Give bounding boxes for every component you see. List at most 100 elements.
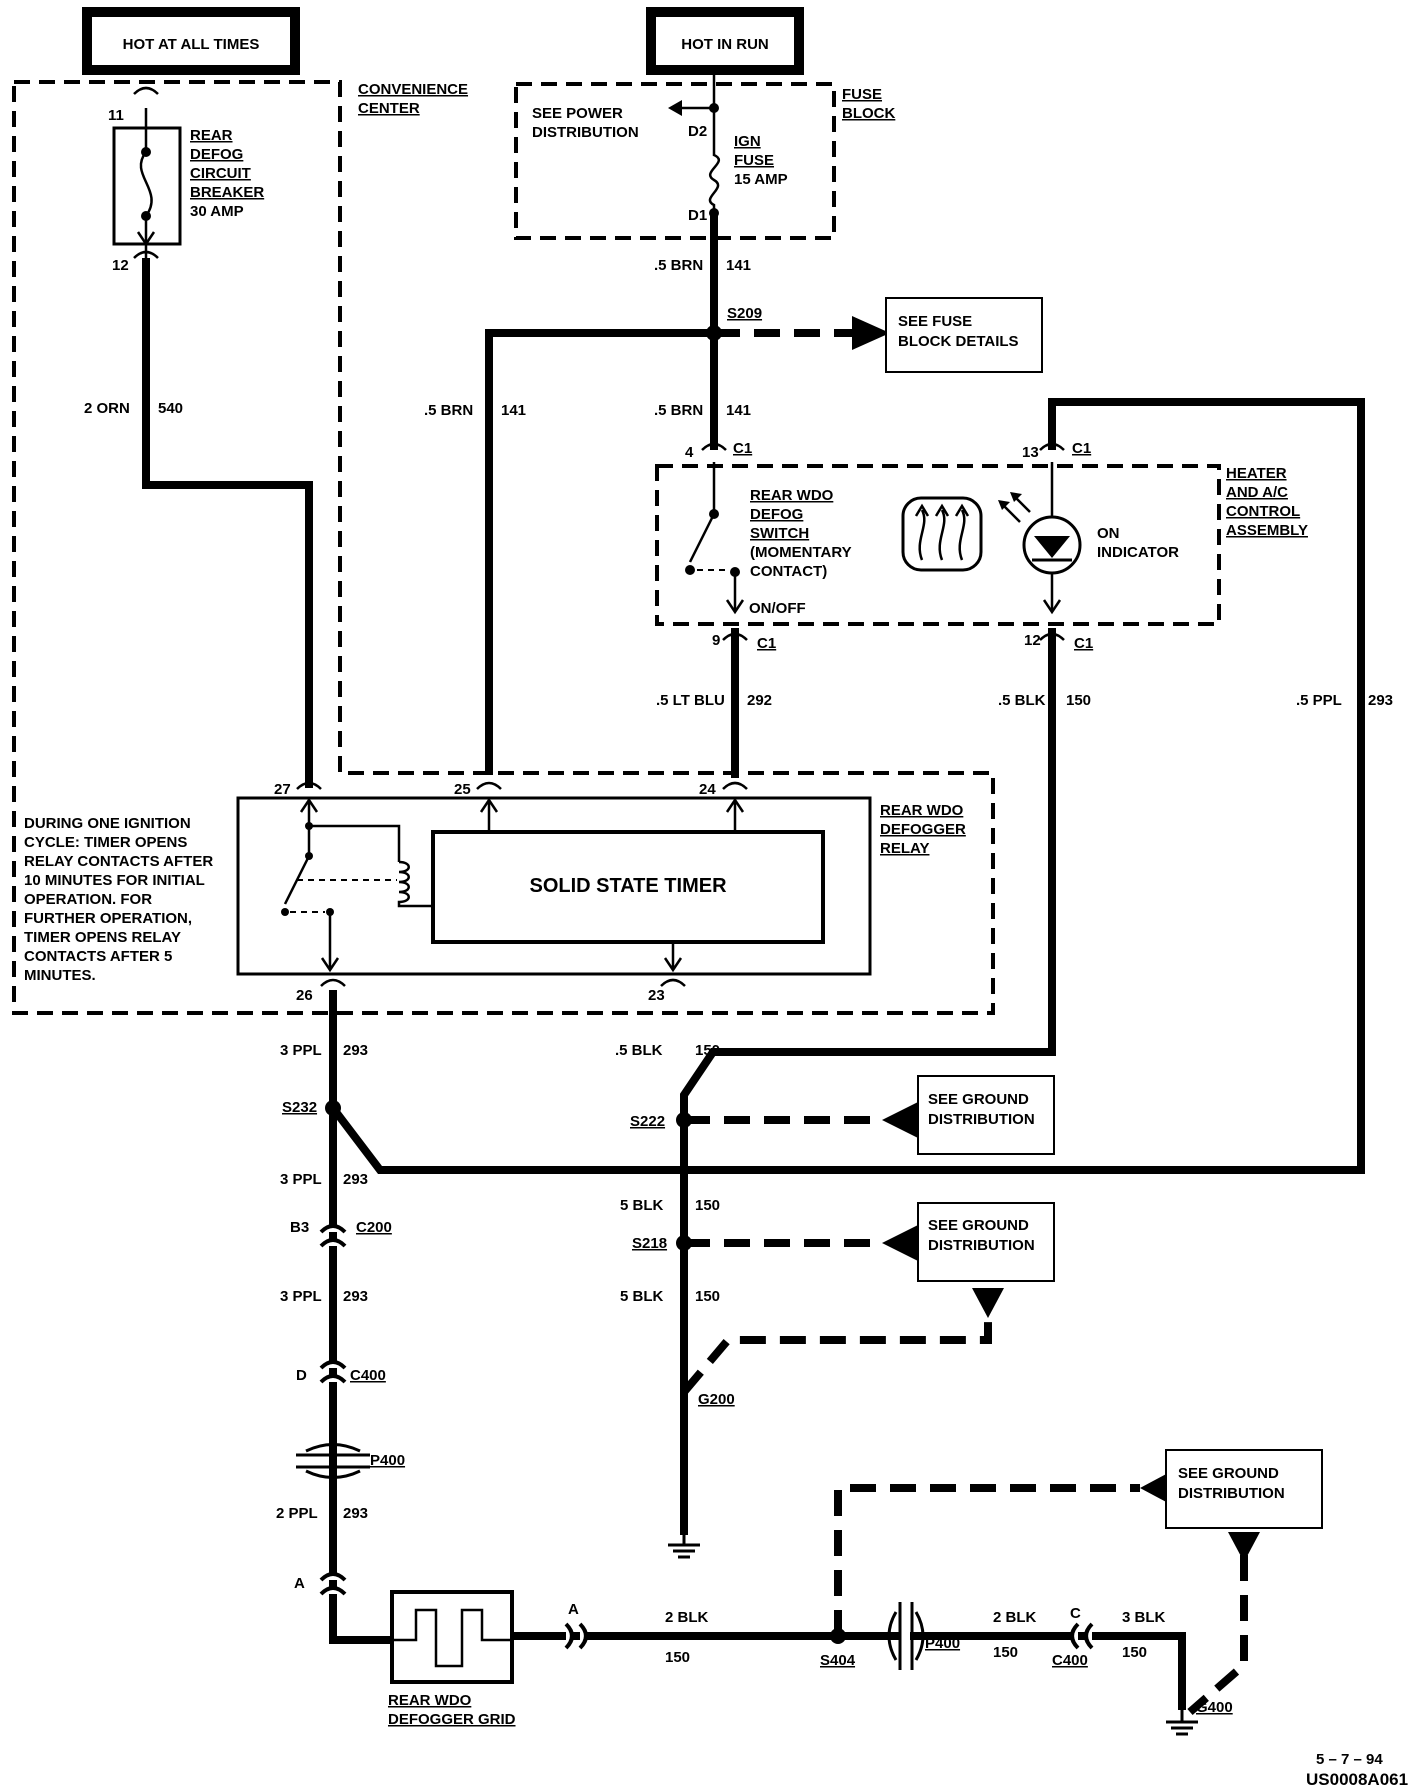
wire-540-orn <box>142 258 313 788</box>
connector-a-vertical: A <box>294 1572 347 1596</box>
breaker-pin-12: 12 <box>112 257 129 274</box>
fuse-terminal-d2: D2 <box>688 123 707 140</box>
wire-label-150-e: 150 <box>665 1649 690 1666</box>
wire-label-292: 292 <box>747 692 772 709</box>
see-ground-distribution-box-1: SEE GROUND DISTRIBUTION <box>917 1075 1055 1155</box>
connector-c200-label: C200 <box>356 1219 392 1236</box>
wire-label-ppl-5: .5 PPL <box>1296 692 1342 709</box>
ign-fuse: D2 D1 IGN FUSE 15 AMP <box>668 75 788 224</box>
see-ground-distribution-box-2: SEE GROUND DISTRIBUTION <box>917 1202 1055 1282</box>
heater-ac-outline <box>655 464 1221 626</box>
wire-label-150-f: 150 <box>993 1644 1018 1661</box>
note-line-5: OPERATION. FOR <box>24 891 152 908</box>
hot-in-run-box: HOT IN RUN <box>646 7 804 75</box>
wire-label-293-a: 293 <box>1368 692 1393 709</box>
wire-label-brn-2: .5 BRN <box>654 402 703 419</box>
fuse-block-label-2: BLOCK <box>842 105 895 122</box>
wire-293-ppl-relay <box>329 990 392 1644</box>
relay-label-2: DEFOGGER <box>880 821 966 838</box>
on-off-label: ON/OFF <box>749 600 806 617</box>
wire-label-ppl-3-b: 3 PPL <box>280 1171 322 1188</box>
heater-ac-label-3: CONTROL <box>1226 503 1300 520</box>
grid-label-1: REAR WDO <box>388 1692 472 1709</box>
note-line-3: RELAY CONTACTS AFTER <box>24 853 213 870</box>
heater-ac-label-2: AND A/C <box>1226 484 1288 501</box>
breaker-pin-11: 11 <box>108 107 124 124</box>
wire-label-293-c: 293 <box>343 1171 368 1188</box>
pass-through-p400-vertical: P400 <box>296 1443 405 1479</box>
rear-defogger-relay: SOLID STATE TIMER REAR WDO DEFOGGER RELA… <box>236 781 966 1004</box>
on-indicator-label-2: INDICATOR <box>1097 544 1179 561</box>
defog-symbol-icon <box>901 496 983 572</box>
ground-g400-label: G400 <box>1196 1699 1233 1716</box>
heater-pin-9: 9 <box>712 632 720 649</box>
breaker-label-2: DEFOG <box>190 146 243 163</box>
on-indicator-led-icon: ON INDICATOR <box>998 462 1179 615</box>
note-line-6: FURTHER OPERATION, <box>24 910 192 927</box>
heater-ac-label-4: ASSEMBLY <box>1226 522 1308 539</box>
breaker-label-5: 30 AMP <box>190 203 244 220</box>
see-power-label-1: SEE POWER <box>532 105 623 122</box>
see-power-label-2: DISTRIBUTION <box>532 124 639 141</box>
wire-label-293-e: 293 <box>343 1505 368 1522</box>
grid-label-2: DEFOGGER GRID <box>388 1711 516 1728</box>
footer-code: US0008A061 <box>1306 1770 1408 1789</box>
wire-label-blk5-b: 5 BLK <box>620 1288 664 1305</box>
connector-c200: B3 C200 <box>290 1219 392 1248</box>
switch-label-2: DEFOG <box>750 506 803 523</box>
wire-label-ppl-3-a: 3 PPL <box>280 1042 322 1059</box>
wire-label-lt-blu: .5 LT BLU <box>656 692 725 709</box>
relay-pin-26: 26 <box>296 987 313 1004</box>
fuse-block-outline <box>514 82 836 240</box>
relay-label-3: RELAY <box>880 840 929 857</box>
wire-label-brn-3: .5 BRN <box>424 402 473 419</box>
splice-s404-label: S404 <box>820 1652 856 1669</box>
solid-state-timer-box <box>431 830 825 944</box>
note-line-2: CYCLE: TIMER OPENS <box>24 834 187 851</box>
heater-c1-label-3: C1 <box>757 635 776 652</box>
wire-label-293-b: 293 <box>343 1042 368 1059</box>
pass-through-p400-label-2: P400 <box>925 1635 960 1652</box>
switch-label-1: REAR WDO <box>750 487 834 504</box>
heater-c1-label-2: C1 <box>1072 440 1091 457</box>
wire-label-150-c: 150 <box>695 1197 720 1214</box>
ref-line-ground-g400 <box>1187 1555 1248 1716</box>
relay-pin-25: 25 <box>454 781 471 798</box>
connector-d-label: D <box>296 1367 307 1384</box>
ground-g200: G200 <box>668 1391 735 1559</box>
solid-state-timer-label: SOLID STATE TIMER <box>529 875 727 897</box>
note-line-8: CONTACTS AFTER 5 <box>24 948 172 965</box>
see-fuse-block-details-2: BLOCK DETAILS <box>898 333 1019 350</box>
heater-pin-13: 13 <box>1022 444 1039 461</box>
wire-label-150-d: 150 <box>695 1288 720 1305</box>
wire-label-blk-5-a: .5 BLK <box>998 692 1046 709</box>
footer-date: 5 – 7 – 94 <box>1316 1751 1383 1768</box>
hot-at-all-times-label: HOT AT ALL TIMES <box>123 36 260 53</box>
ref-arrow-ground-s404 <box>1140 1472 1170 1504</box>
ref-arrow-ground-s218 <box>882 1225 918 1261</box>
on-indicator-label-1: ON <box>1097 525 1120 542</box>
rear-defog-circuit-breaker: REAR DEFOG CIRCUIT BREAKER 30 AMP 11 12 <box>108 86 264 274</box>
splice-s232-label: S232 <box>282 1099 317 1116</box>
see-ground-3-line2: DISTRIBUTION <box>1178 1485 1285 1502</box>
connector-c-label: C <box>1070 1605 1081 1622</box>
switch-label-4: (MOMENTARY <box>750 544 852 561</box>
connector-c400-d: D C400 <box>296 1360 386 1384</box>
splice-s209-label: S209 <box>727 305 762 322</box>
note-line-1: DURING ONE IGNITION <box>24 815 191 832</box>
see-ground-2-line1: SEE GROUND <box>928 1217 1029 1234</box>
ref-arrow-ground-s222 <box>882 1102 918 1138</box>
ground-g400: G400 <box>1166 1699 1233 1736</box>
wire-label-540: 540 <box>158 400 183 417</box>
connector-b3-label: B3 <box>290 1219 309 1236</box>
wire-label-brn-1: .5 BRN <box>654 257 703 274</box>
heater-c1-label-1: C1 <box>733 440 752 457</box>
wire-293-ppl-indicator <box>329 398 1365 1174</box>
wire-label-293-d: 293 <box>343 1288 368 1305</box>
heater-ac-label-1: HEATER <box>1226 465 1287 482</box>
see-ground-1-line1: SEE GROUND <box>928 1091 1029 1108</box>
note-line-7: TIMER OPENS RELAY <box>24 929 181 946</box>
switch-label-3: SWITCH <box>750 525 809 542</box>
ref-line-ground-g200 <box>680 1315 992 1395</box>
